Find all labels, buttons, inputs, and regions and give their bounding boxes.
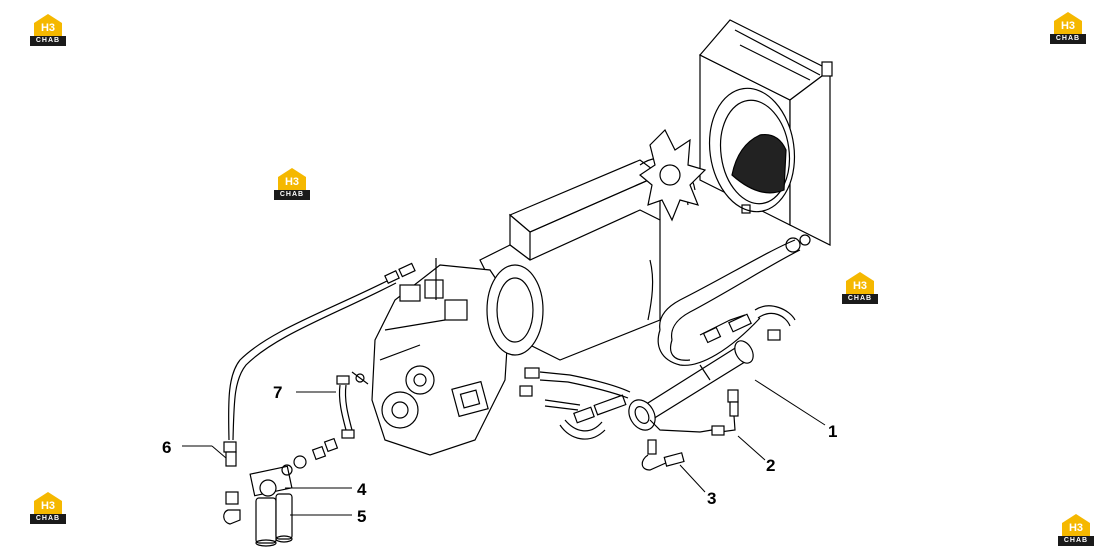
callout-6: 6 — [162, 438, 172, 457]
callout-7: 7 — [273, 383, 283, 402]
callout-3: 3 — [707, 489, 717, 508]
house-logo-icon — [34, 14, 62, 36]
transmission — [351, 258, 544, 456]
house-logo-icon — [846, 272, 874, 294]
callout-2: 2 — [766, 456, 776, 475]
short-hose — [293, 375, 355, 469]
radiator-hose — [657, 234, 811, 366]
house-logo-icon — [34, 492, 62, 514]
oil-cooler — [628, 340, 754, 431]
pressure-hose — [223, 262, 416, 467]
watermark-logo: H3 CHAB — [1050, 12, 1086, 46]
leader-lines — [182, 379, 826, 516]
house-logo-icon — [1062, 514, 1090, 536]
watermark-logo: H3 CHAB — [274, 168, 310, 202]
house-logo-icon — [1054, 12, 1082, 34]
radiator — [699, 19, 833, 246]
watermark-logo: H3 CHAB — [30, 492, 66, 526]
cooler-hoses — [519, 305, 796, 471]
callout-4: 4 — [357, 480, 367, 499]
callout-1: 1 — [828, 422, 838, 441]
watermark-logo: H3 CHAB — [1058, 514, 1094, 548]
watermark-logo: H3 CHAB — [30, 14, 66, 48]
callout-5: 5 — [357, 507, 367, 526]
house-logo-icon — [278, 168, 306, 190]
filter-assembly — [223, 464, 293, 547]
watermark-logo: H3 CHAB — [842, 272, 878, 306]
cooling-fan — [638, 128, 707, 222]
